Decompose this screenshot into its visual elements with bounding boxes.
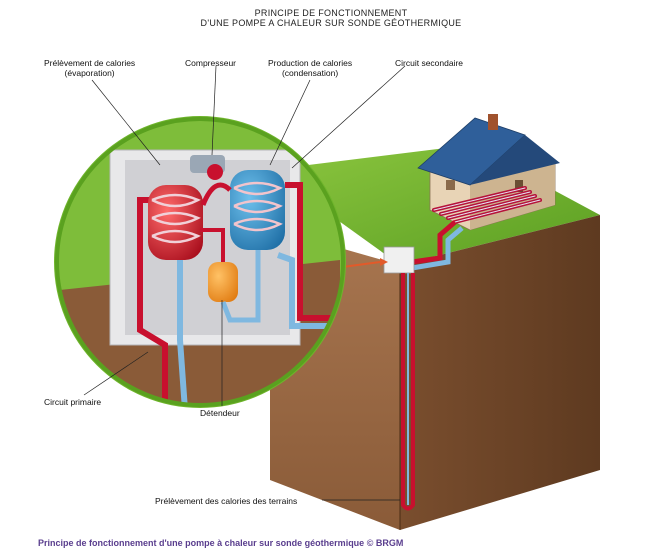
expansion-valve-tank [208, 262, 238, 302]
label-compresseur: Compresseur [185, 58, 237, 68]
soil-side-face [400, 215, 600, 530]
zoom-circle [54, 116, 346, 408]
label-detendeur: Détendeur [200, 408, 240, 418]
leader-lines [83, 65, 406, 501]
label-circuit-secondaire: Circuit secondaire [395, 58, 464, 68]
heat-pump-box [383, 246, 415, 274]
ground-probe [401, 273, 415, 511]
underfloor-heating-coil [432, 186, 542, 224]
label-evaporation: Prélèvement de calories (évaporation) [44, 58, 135, 78]
label-condensation-line-1: Production de calories [268, 58, 353, 68]
chimney [488, 114, 498, 130]
title-line-1: PRINCIPE DE FONCTIONNEMENT [254, 8, 408, 18]
title-line-2: D'UNE POMPE A CHALEUR SUR SONDE GÉOTHERM… [200, 18, 462, 28]
label-prelevement-terrains: Prélèvement des calories des terrains [155, 496, 298, 506]
label-evaporation-line-1: Prélèvement de calories [44, 58, 136, 68]
label-circuit-primaire: Circuit primaire [44, 397, 102, 407]
figure-caption: Principe de fonctionnement d'une pompe à… [38, 538, 404, 548]
label-condensation: Production de calories (condensation) [268, 58, 352, 78]
label-evaporation-line-2: (évaporation) [64, 68, 115, 78]
label-condensation-line-2: (condensation) [281, 68, 339, 78]
condenser-tank [230, 170, 285, 250]
